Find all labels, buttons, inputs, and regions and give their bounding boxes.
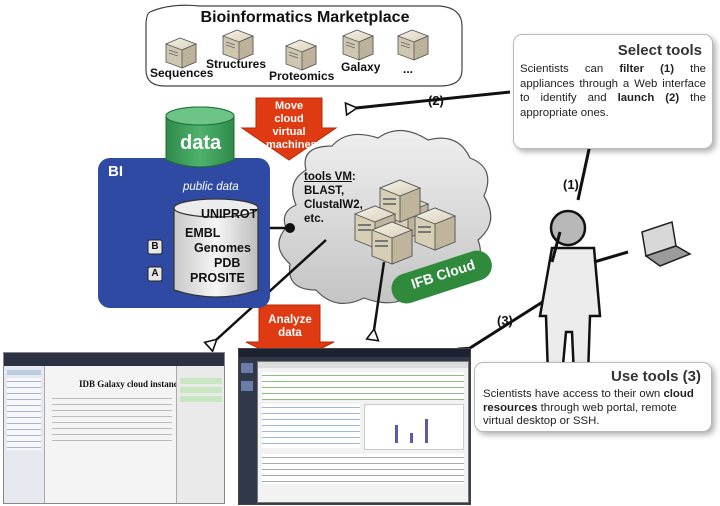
galaxy-topbar [4, 353, 224, 366]
move-arrow-label: Move cloud virtual machines [266, 100, 317, 151]
db-embl: EMBL [185, 226, 221, 240]
badge-b: B [151, 241, 159, 252]
galaxy-tool-panel [4, 366, 45, 503]
marketplace-item-sequences: Sequences [150, 66, 214, 80]
data-cylinder-label: data [180, 132, 222, 154]
public-data-label: public data [183, 181, 239, 193]
galaxy-screenshot: IDB Galaxy cloud instance [3, 352, 225, 504]
ifb-cloud-badge [391, 250, 492, 304]
virtual-desktop-screenshot [238, 348, 471, 505]
use-tools-title: Use tools (3) [610, 368, 701, 385]
arrow-step2 [356, 90, 511, 108]
marketplace-item-more: ... [403, 62, 414, 76]
select-tools-title: Select tools [617, 42, 702, 59]
step1-label: (1) [563, 177, 579, 192]
marketplace-item-proteomics: Proteomics [269, 69, 335, 83]
step2-label: (2) [428, 93, 444, 108]
proteomics-window [257, 361, 469, 503]
badge-a: A [151, 268, 159, 279]
bi-label: BI [108, 163, 123, 180]
galaxy-heading: IDB Galaxy cloud instance [79, 379, 182, 389]
db-prosite: PROSITE [190, 271, 245, 285]
arrow-step1 [576, 140, 591, 201]
tools-vm-label: tools VM: BLAST, ClustalW2, etc. [304, 171, 363, 225]
arrow-to-galaxy [216, 239, 327, 340]
db-uniprot: UNIPROT [201, 207, 258, 221]
db-pdb: PDB [214, 256, 241, 270]
galaxy-content [52, 395, 172, 441]
marketplace-title: Bioinformatics Marketplace [200, 9, 410, 26]
move-arrow [240, 97, 338, 161]
marketplace-item-galaxy: Galaxy [341, 60, 381, 74]
laptop-icon [641, 221, 692, 267]
select-tools-box: Select tools Scientists can filter (1) t… [513, 34, 713, 149]
marketplace-item-structures: Structures [206, 57, 267, 71]
db-genomes: Genomes [194, 241, 251, 255]
scientist-figure [538, 209, 629, 378]
use-tools-text: Scientists have access to their own clou… [483, 388, 694, 427]
select-tools-text: Scientists can filter (1) the appliances… [520, 63, 707, 119]
arrow-step3 [470, 294, 553, 348]
analyze-arrow-label: Analyze data [268, 314, 312, 339]
use-tools-box: Use tools (3) Scientists have access to … [474, 362, 712, 432]
galaxy-history-panel [176, 366, 224, 503]
step3-label: (3) [497, 313, 513, 328]
arrow-to-desktop [374, 261, 386, 330]
